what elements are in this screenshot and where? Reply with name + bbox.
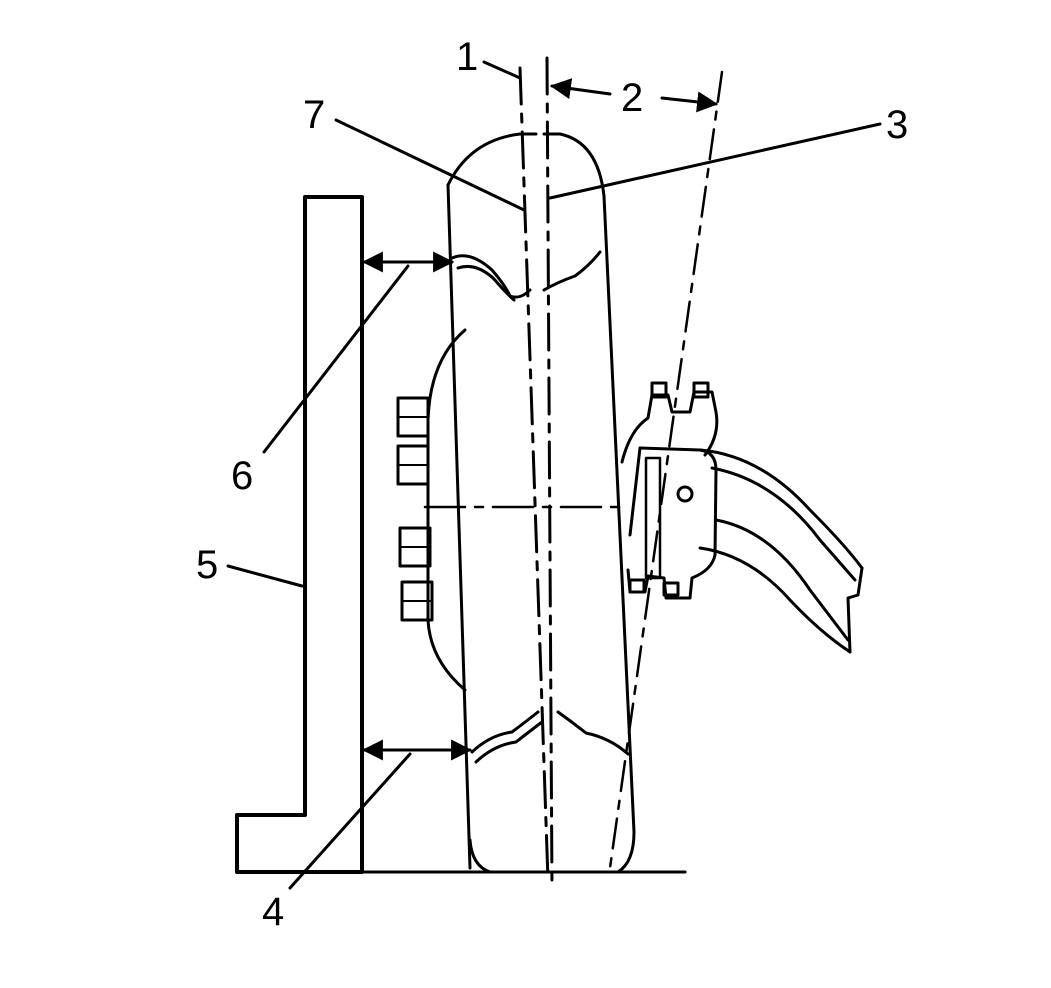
callout-1: 1 bbox=[456, 35, 478, 79]
leader-7 bbox=[334, 118, 526, 212]
wheel-centerline bbox=[518, 66, 550, 882]
control-arm bbox=[698, 448, 864, 654]
callout-7: 7 bbox=[303, 93, 325, 137]
wheel-lug-nuts bbox=[396, 328, 467, 692]
dimension-2-arrow-left bbox=[549, 78, 612, 99]
leader-3 bbox=[548, 122, 882, 200]
callout-3: 3 bbox=[886, 103, 908, 147]
callout-2: 2 bbox=[621, 76, 643, 120]
camber-angle-line bbox=[608, 70, 724, 870]
leader-5 bbox=[226, 564, 304, 588]
dimension-2-arrow-right bbox=[660, 91, 719, 113]
straightedge-tool bbox=[235, 195, 364, 874]
true-vertical-line bbox=[545, 56, 554, 890]
callout-6: 6 bbox=[231, 454, 253, 498]
leader-6 bbox=[262, 264, 410, 454]
leader-1 bbox=[482, 60, 522, 80]
callout-4: 4 bbox=[262, 890, 284, 934]
callout-5: 5 bbox=[196, 543, 218, 587]
steering-knuckle bbox=[620, 381, 719, 600]
tire bbox=[446, 132, 636, 874]
leader-4 bbox=[288, 752, 412, 890]
